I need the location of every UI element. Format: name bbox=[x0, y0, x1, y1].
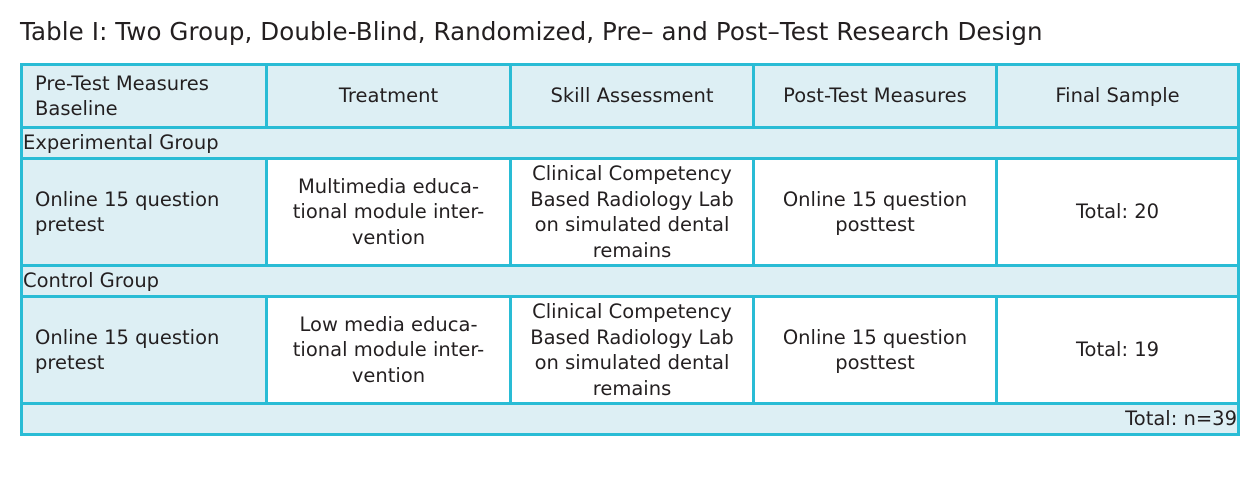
group-label-row-control: Control Group bbox=[20, 264, 1240, 298]
footer-total-cell: Total: n=39 bbox=[20, 402, 1240, 436]
cell-text: Clinical Competency Based Radiology Lab … bbox=[530, 162, 734, 262]
cell-text: Online 15 question posttest bbox=[782, 325, 968, 375]
column-header-label: Post-Test Measures bbox=[783, 84, 967, 108]
cell-experimental-post-test: Online 15 question posttest bbox=[752, 157, 998, 267]
group-label-experimental: Experimental Group bbox=[20, 126, 1240, 160]
cell-text: Online 15 question pretest bbox=[35, 325, 220, 375]
table-header-row: Pre-Test Measures Baseline Treatment Ski… bbox=[20, 63, 1240, 129]
research-design-table: Pre-Test Measures Baseline Treatment Ski… bbox=[20, 63, 1240, 436]
table-title: Table I: Two Group, Double-Blind, Random… bbox=[20, 17, 1043, 46]
group-label-control: Control Group bbox=[20, 264, 1240, 298]
table-row: Online 15 question pretest Multimedia ed… bbox=[20, 157, 1240, 267]
column-header-label: Skill Assessment bbox=[550, 84, 714, 108]
table-footer-row: Total: n=39 bbox=[20, 402, 1240, 436]
group-label-row-experimental: Experimental Group bbox=[20, 126, 1240, 160]
cell-control-pre-test: Online 15 question pretest bbox=[20, 295, 268, 405]
cell-experimental-pre-test: Online 15 question pretest bbox=[20, 157, 268, 267]
group-label-text: Experimental Group bbox=[23, 131, 219, 155]
cell-control-final-sample: Total: 19 bbox=[995, 295, 1240, 405]
cell-control-post-test: Online 15 question posttest bbox=[752, 295, 998, 405]
cell-text: Total: 19 bbox=[1075, 338, 1160, 362]
cell-text: Online 15 question pretest bbox=[35, 187, 220, 237]
column-header-post-test-measures: Post-Test Measures bbox=[752, 63, 998, 129]
cell-control-treatment: Low media educa- tional module inter- ve… bbox=[265, 295, 512, 405]
cell-experimental-skill-assessment: Clinical Competency Based Radiology Lab … bbox=[509, 157, 755, 267]
column-header-label: Pre-Test Measures Baseline bbox=[35, 71, 209, 121]
table-container: Pre-Test Measures Baseline Treatment Ski… bbox=[20, 63, 1240, 436]
column-header-final-sample: Final Sample bbox=[995, 63, 1240, 129]
footer-total-text: Total: n=39 bbox=[1125, 407, 1237, 431]
cell-experimental-final-sample: Total: 20 bbox=[995, 157, 1240, 267]
column-header-label: Treatment bbox=[338, 84, 439, 108]
cell-text: Clinical Competency Based Radiology Lab … bbox=[530, 300, 734, 400]
table-row: Online 15 question pretest Low media edu… bbox=[20, 295, 1240, 405]
cell-text: Online 15 question posttest bbox=[782, 187, 968, 237]
column-header-label: Final Sample bbox=[1055, 84, 1180, 108]
group-label-text: Control Group bbox=[23, 269, 160, 293]
column-header-skill-assessment: Skill Assessment bbox=[509, 63, 755, 129]
column-header-pre-test-measures: Pre-Test Measures Baseline bbox=[20, 63, 268, 129]
column-header-treatment: Treatment bbox=[265, 63, 512, 129]
cell-text: Multimedia educa- tional module inter- v… bbox=[292, 174, 485, 249]
cell-text: Low media educa- tional module inter- ve… bbox=[292, 312, 485, 387]
cell-text: Total: 20 bbox=[1075, 200, 1160, 224]
cell-control-skill-assessment: Clinical Competency Based Radiology Lab … bbox=[509, 295, 755, 405]
cell-experimental-treatment: Multimedia educa- tional module inter- v… bbox=[265, 157, 512, 267]
